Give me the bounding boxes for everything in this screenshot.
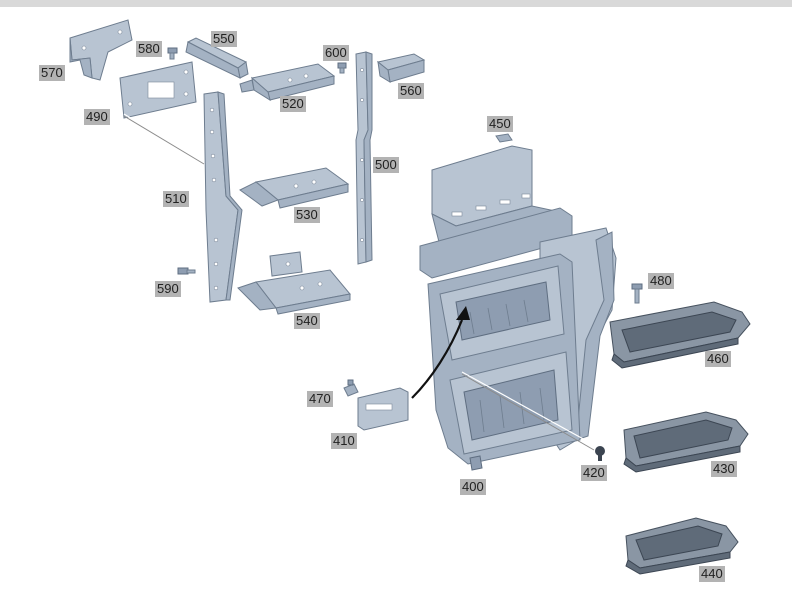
label-420: 420	[581, 465, 607, 481]
part-560-small-bracket	[376, 53, 426, 83]
part-450-clip	[495, 133, 513, 143]
label-570: 570	[39, 65, 65, 81]
label-580: 580	[136, 41, 162, 57]
label-540: 540	[294, 313, 320, 329]
part-490-plate	[119, 61, 197, 119]
part-410-cover	[357, 387, 409, 431]
label-400: 400	[460, 479, 486, 495]
label-520: 520	[280, 96, 306, 112]
label-490: 490	[84, 109, 110, 125]
label-440: 440	[699, 566, 725, 582]
label-560: 560	[398, 83, 424, 99]
label-510: 510	[163, 191, 189, 207]
top-border	[0, 0, 792, 7]
label-500: 500	[373, 157, 399, 173]
part-430-step-mat	[623, 411, 749, 473]
part-510-vertical-rail	[203, 91, 243, 303]
part-520-shelf-bracket	[239, 63, 336, 102]
part-420-screw	[595, 446, 605, 461]
label-480: 480	[648, 273, 674, 289]
label-430: 430	[711, 461, 737, 477]
part-580-bolt	[167, 47, 178, 60]
part-460-step-mat	[609, 301, 751, 369]
part-540-shelf-bracket	[237, 251, 351, 315]
part-500-vertical-rail	[355, 51, 373, 265]
label-550: 550	[211, 31, 237, 47]
part-480-bolt	[631, 283, 643, 304]
part-400-step-housing	[419, 145, 617, 471]
label-470: 470	[307, 391, 333, 407]
part-470-clip	[343, 379, 359, 397]
label-590: 590	[155, 281, 181, 297]
label-450: 450	[487, 116, 513, 132]
part-600-bolt	[337, 62, 347, 74]
part-550-angle-bracket	[185, 37, 249, 79]
part-440-step-mat	[625, 517, 739, 575]
label-600: 600	[323, 45, 349, 61]
label-530: 530	[294, 207, 320, 223]
part-570-bracket	[69, 19, 133, 81]
label-410: 410	[331, 433, 357, 449]
label-460: 460	[705, 351, 731, 367]
arrow-head	[456, 306, 470, 320]
assembly-arrow	[411, 319, 464, 399]
part-530-shelf-bracket	[239, 167, 350, 209]
part-590-bolt	[177, 267, 196, 275]
